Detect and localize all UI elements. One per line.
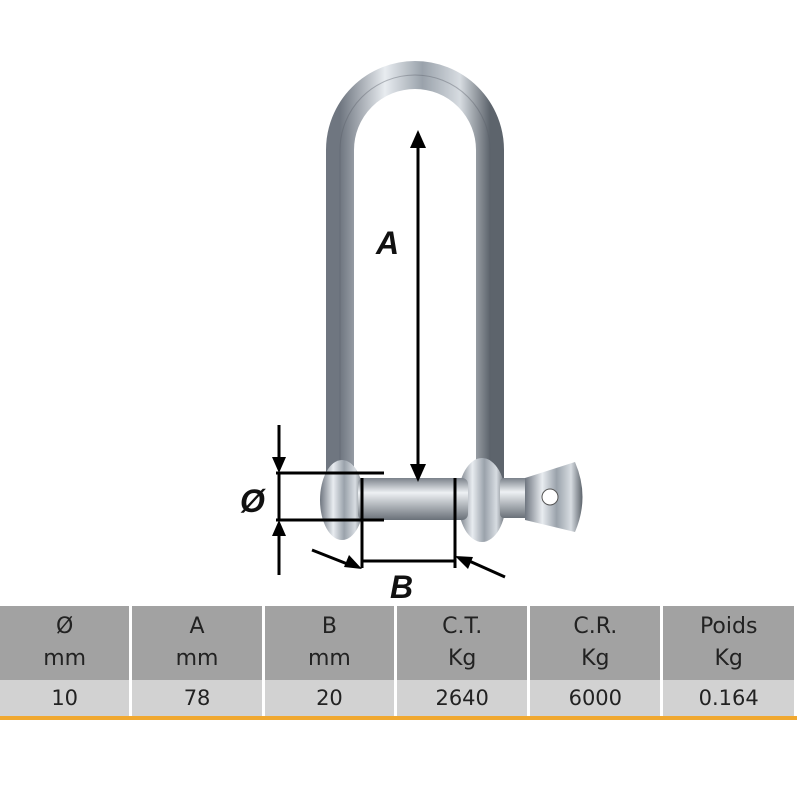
header-symbol: B — [321, 614, 337, 639]
header-symbol: C.T. — [442, 614, 483, 639]
header-unit: mm — [308, 646, 351, 671]
header-symbol: Ø — [56, 614, 74, 639]
cell-diameter: 10 — [0, 680, 130, 716]
dimension-lines — [272, 130, 506, 579]
cell-ct: 2640 — [397, 680, 528, 716]
header-unit: Kg — [714, 646, 743, 671]
header-unit: mm — [175, 646, 219, 671]
cell-cr: 6000 — [530, 680, 661, 716]
dimension-label-a: A — [375, 225, 399, 261]
cell-b: 20 — [264, 680, 395, 716]
cell-weight: 0.164 — [663, 680, 794, 716]
header-unit: Kg — [581, 646, 610, 671]
cell-a: 78 — [132, 680, 262, 716]
dimension-label-b: B — [390, 569, 413, 600]
header-symbol: Poids — [699, 614, 758, 639]
header-symbol: A — [189, 614, 205, 639]
dimension-label-diameter: Ø — [240, 483, 266, 519]
header-unit: Kg — [447, 646, 477, 671]
header-unit: mm — [43, 646, 87, 671]
header-ct: C.T. Kg — [397, 606, 528, 680]
header-cr: C.R. Kg — [530, 606, 661, 680]
shackle-diagram: A B Ø — [240, 61, 583, 600]
header-symbol: C.R. — [573, 614, 618, 639]
table-row: 10 78 20 2640 6000 0.164 — [0, 680, 794, 716]
shackle-image — [320, 61, 583, 542]
